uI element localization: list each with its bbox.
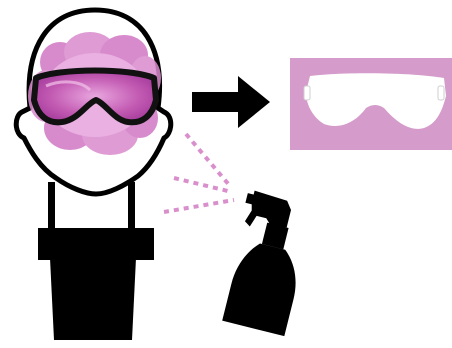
fluorescent-goggles-result-panel [290, 58, 452, 150]
right-arrow-icon [192, 76, 270, 128]
spray-mist-lines [164, 134, 234, 212]
spray-bottle-icon [216, 189, 316, 336]
mannequin-stand [38, 182, 154, 340]
